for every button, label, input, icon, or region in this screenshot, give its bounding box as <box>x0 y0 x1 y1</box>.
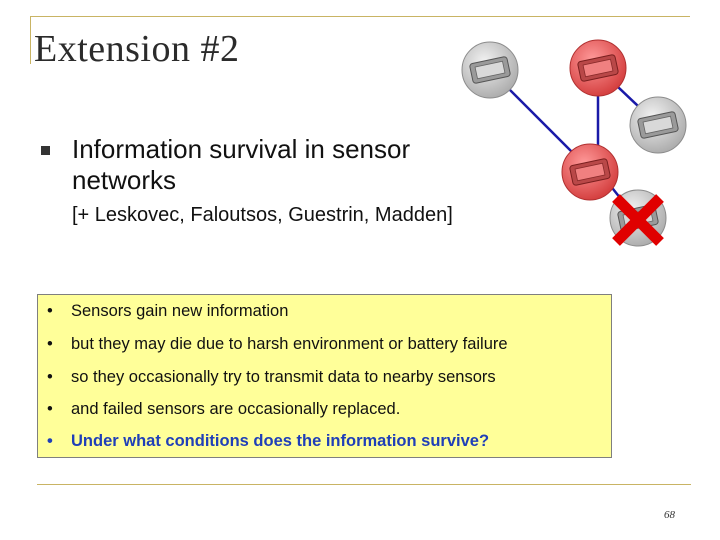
failed-x-icon <box>612 194 664 246</box>
info-point-text: Sensors gain new information <box>71 302 289 320</box>
sensor-node-red-top-right <box>569 39 627 97</box>
info-point-text: but they may die due to harsh environmen… <box>71 335 508 353</box>
footer-rule <box>37 484 691 485</box>
bullet-dot-icon: • <box>47 335 53 353</box>
info-point-text: Under what conditions does the informati… <box>71 432 490 450</box>
title-frame-vertical <box>30 16 31 64</box>
bullet-dot-icon: • <box>47 302 53 320</box>
square-bullet-icon <box>41 146 50 155</box>
citation: [+ Leskovec, Faloutsos, Guestrin, Madden… <box>72 204 453 226</box>
page-number: 68 <box>664 509 675 521</box>
sensor-node-gray-right <box>629 96 687 154</box>
slide-title: Extension #2 <box>34 28 240 70</box>
info-point-text: and failed sensors are occasionally repl… <box>71 400 401 418</box>
sensor-network-diagram <box>461 39 687 247</box>
bullet-dot-icon: • <box>47 432 53 450</box>
info-point-text: so they occasionally try to transmit dat… <box>71 368 496 386</box>
bullet-dot-icon: • <box>47 400 53 418</box>
bullet-dot-icon: • <box>47 368 53 386</box>
main-bullet-text: Information survival in sensor networks <box>72 134 411 195</box>
info-box <box>37 294 612 458</box>
title-frame-horizontal <box>30 16 690 17</box>
sensor-node-gray-top-left <box>461 41 519 99</box>
sensor-node-red-center <box>561 143 619 201</box>
